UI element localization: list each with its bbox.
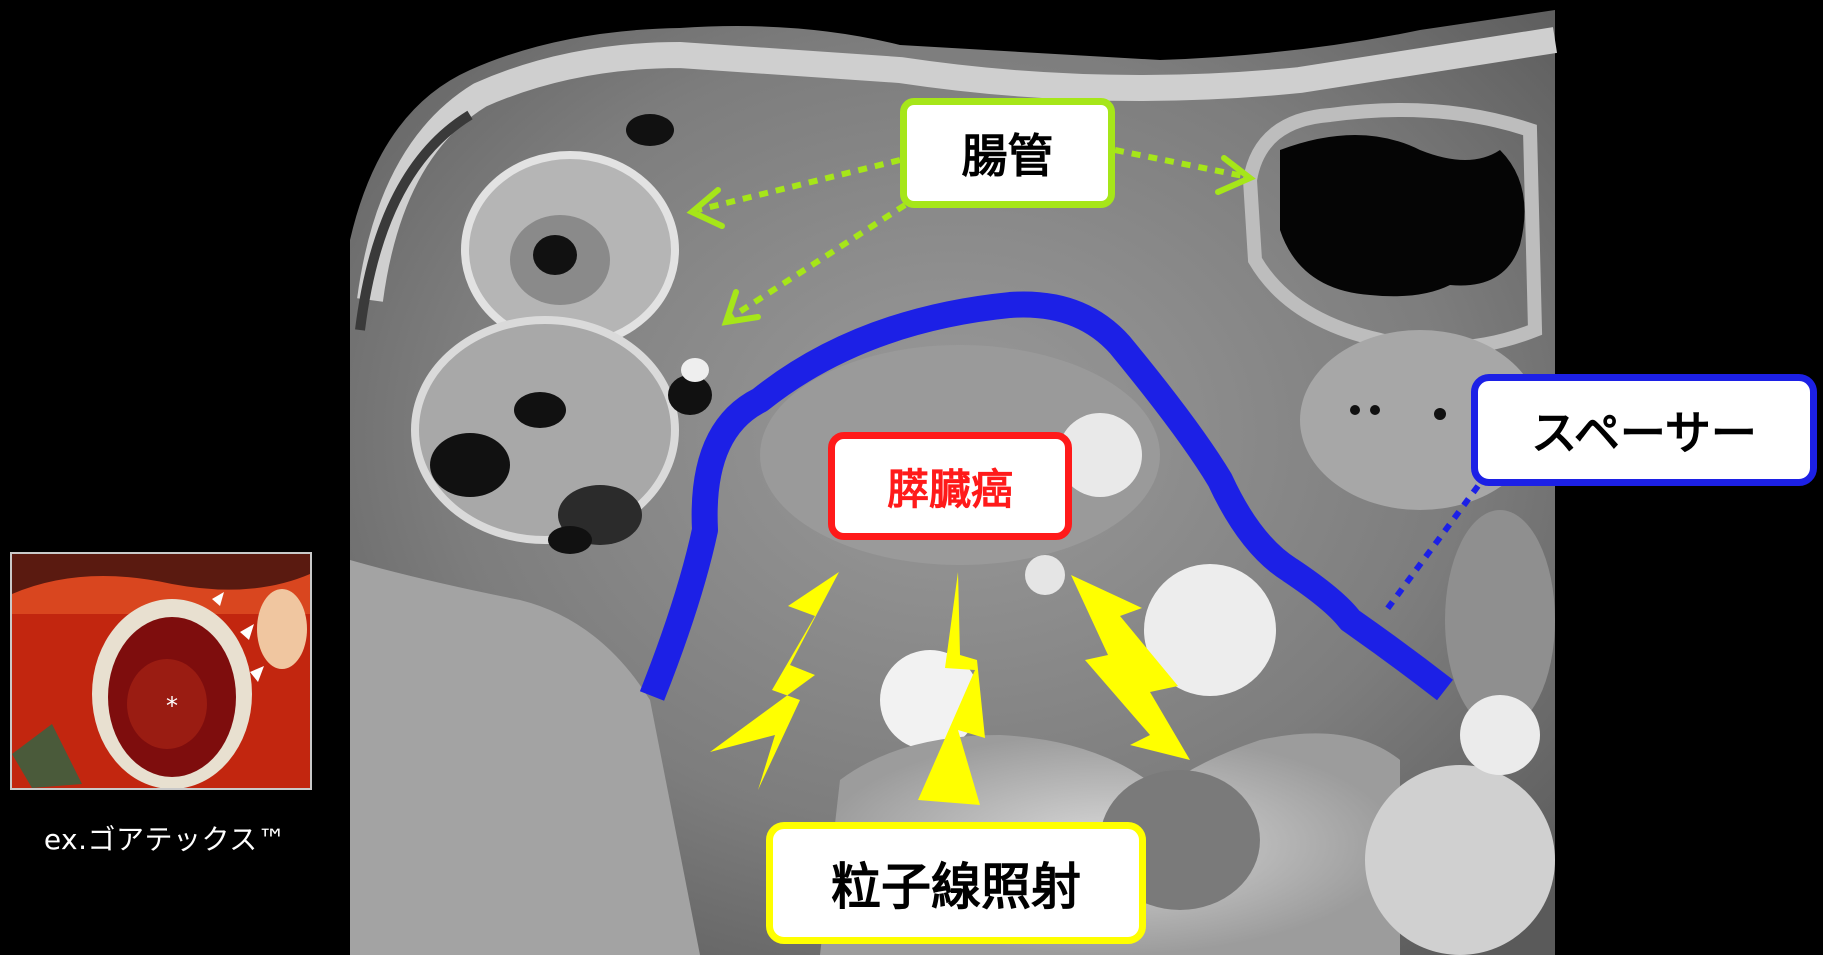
- bowel-label: 腸管: [900, 98, 1115, 208]
- spacer-label: スペーサー: [1471, 374, 1817, 486]
- surgical-photo-illustration: *: [12, 554, 310, 788]
- pancreatic-cancer-label: 膵臓癌: [828, 432, 1072, 540]
- surgical-photo-thumbnail: *: [10, 552, 312, 790]
- particle-beam-label: 粒子線照射: [766, 822, 1146, 944]
- thumbnail-caption: ex.ゴアテックス™: [0, 818, 330, 858]
- svg-text:*: *: [166, 692, 178, 720]
